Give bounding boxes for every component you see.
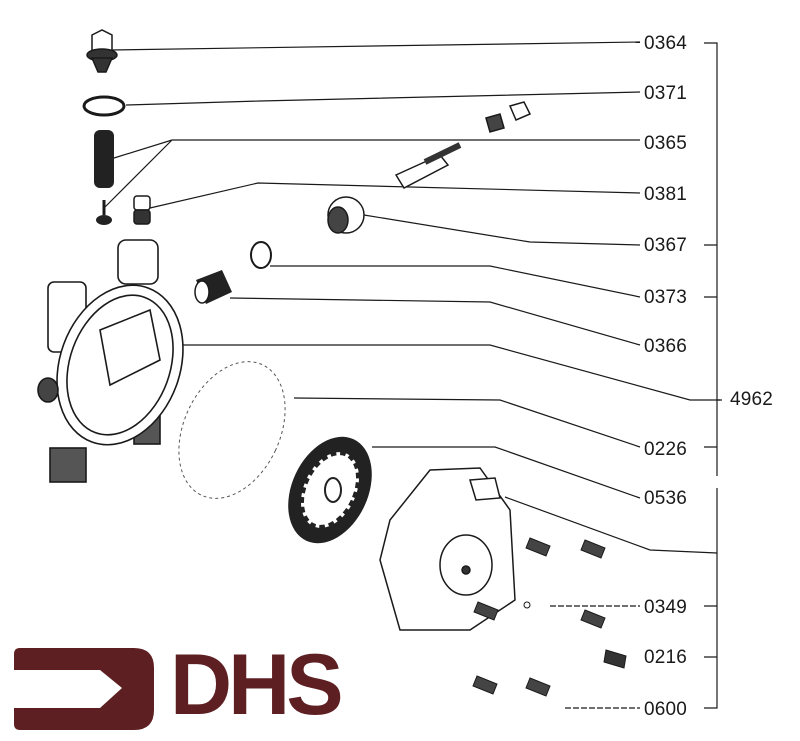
group-bracket bbox=[704, 42, 718, 709]
label-4962: 4962 bbox=[730, 389, 774, 410]
leader-0226 bbox=[293, 397, 641, 448]
part-0373 bbox=[250, 241, 272, 269]
part-0600-screws bbox=[472, 537, 606, 697]
dhs-logo: DHS bbox=[14, 642, 346, 730]
label-0216: 0216 bbox=[644, 647, 688, 668]
leader-0373 bbox=[270, 265, 641, 298]
leader-0364 bbox=[109, 41, 641, 51]
leader-0366 bbox=[229, 297, 641, 346]
leader-cover bbox=[504, 496, 718, 554]
part-0216 bbox=[603, 649, 627, 669]
label-0367: 0367 bbox=[644, 235, 688, 256]
part-0536 bbox=[288, 436, 372, 544]
part-0364 bbox=[86, 29, 118, 73]
leader-0365 bbox=[103, 139, 640, 209]
logo-text: DHS bbox=[170, 637, 344, 733]
leader-0536 bbox=[372, 446, 641, 499]
part-0381 bbox=[133, 195, 151, 225]
part-stem bbox=[394, 101, 532, 189]
part-cover bbox=[379, 467, 516, 631]
label-0600: 0600 bbox=[644, 699, 688, 720]
arrow-logo-icon bbox=[14, 648, 154, 730]
label-0365: 0365 bbox=[644, 133, 688, 154]
part-0349 bbox=[523, 601, 531, 609]
label-0366: 0366 bbox=[644, 336, 688, 357]
part-0367 bbox=[327, 196, 365, 234]
leader-0381 bbox=[149, 182, 641, 209]
label-0536: 0536 bbox=[644, 488, 688, 509]
leader-4962 bbox=[160, 344, 720, 401]
part-0365 bbox=[94, 130, 114, 225]
label-0371: 0371 bbox=[644, 83, 688, 104]
part-0366 bbox=[194, 270, 232, 304]
part-4962-body bbox=[37, 239, 184, 483]
leader-0367 bbox=[363, 214, 641, 246]
part-0371 bbox=[82, 95, 126, 117]
label-0364: 0364 bbox=[644, 33, 688, 54]
part-0226 bbox=[178, 361, 286, 499]
leader-0371 bbox=[125, 91, 641, 106]
label-0381: 0381 bbox=[644, 184, 688, 205]
label-0349: 0349 bbox=[644, 597, 688, 618]
label-0373: 0373 bbox=[644, 287, 688, 308]
label-0226: 0226 bbox=[644, 439, 688, 460]
